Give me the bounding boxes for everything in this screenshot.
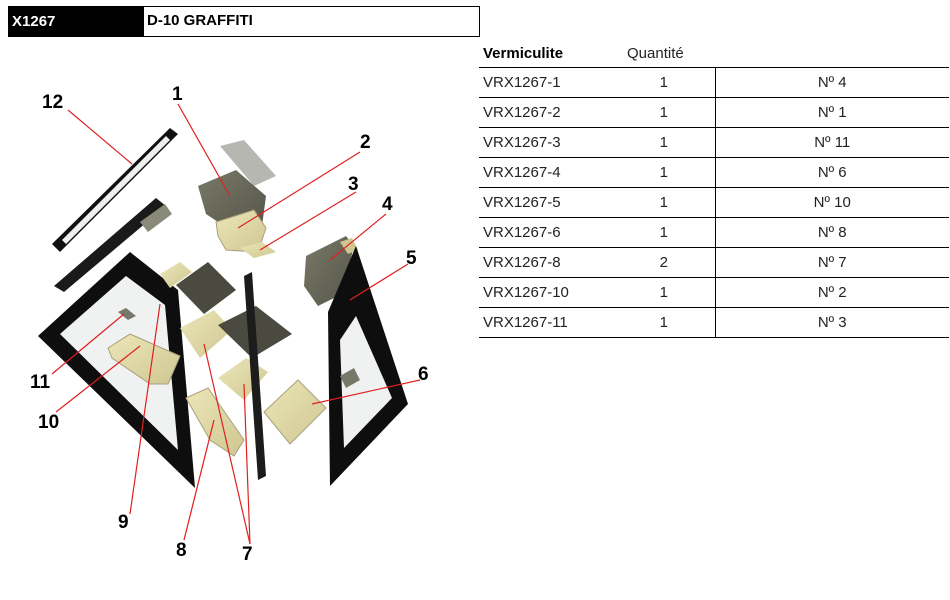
callout-3: 3 <box>348 174 359 195</box>
column-header-reference: Vermiculite <box>479 40 613 68</box>
cell-quantity: 1 <box>613 307 716 338</box>
cell-quantity: 1 <box>613 97 716 128</box>
cell-reference: VRX1267-2 <box>479 97 613 128</box>
cell-position: Nº 1 <box>715 97 949 128</box>
callout-1: 1 <box>172 84 183 105</box>
cell-reference: VRX1267-10 <box>479 277 613 308</box>
cell-reference: VRX1267-1 <box>479 67 613 98</box>
table-row: VRX1267-11 1 Nº 3 <box>479 307 949 338</box>
exploded-diagram: 12 1 2 3 4 5 6 11 10 9 8 7 <box>30 84 429 565</box>
cell-reference: VRX1267-8 <box>479 247 613 278</box>
callout-12: 12 <box>42 92 63 113</box>
cell-quantity: 1 <box>613 157 716 188</box>
cell-reference: VRX1267-11 <box>479 307 613 338</box>
part-bar-upper <box>54 198 172 292</box>
callout-7: 7 <box>242 544 253 565</box>
cell-position: Nº 2 <box>715 277 949 308</box>
cell-reference: VRX1267-4 <box>479 157 613 188</box>
leader-lines <box>51 103 421 545</box>
cell-quantity: 1 <box>613 217 716 248</box>
part-6-plate <box>263 379 327 445</box>
callout-5: 5 <box>406 248 417 269</box>
table-row: VRX1267-10 1 Nº 2 <box>479 277 949 308</box>
table-row: VRX1267-1 1 Nº 4 <box>479 67 949 98</box>
cell-quantity: 2 <box>613 247 716 278</box>
callout-4: 4 <box>382 194 393 215</box>
part-7-plate <box>218 358 268 400</box>
cell-position: Nº 3 <box>715 307 949 338</box>
part-7-vertical-bar <box>244 272 266 480</box>
callout-8: 8 <box>176 540 187 561</box>
model-name: D-10 GRAFFITI <box>143 6 480 37</box>
cell-position: Nº 4 <box>715 67 949 98</box>
cell-quantity: 1 <box>613 67 716 98</box>
part-5-right-door <box>328 246 408 486</box>
part-center-dark-plate-top <box>176 262 236 314</box>
table-row: VRX1267-5 1 Nº 10 <box>479 187 949 218</box>
cell-quantity: 1 <box>613 127 716 158</box>
table-row: VRX1267-4 1 Nº 6 <box>479 157 949 188</box>
table-row: VRX1267-2 1 Nº 1 <box>479 97 949 128</box>
callout-9: 9 <box>118 512 129 533</box>
column-header-quantity: Quantité <box>613 40 715 68</box>
cell-position: Nº 7 <box>715 247 949 278</box>
part-center-light-plate-top <box>160 262 192 288</box>
table-row: VRX1267-8 2 Nº 7 <box>479 247 949 278</box>
callout-6: 6 <box>418 364 429 385</box>
callout-10: 10 <box>38 412 59 433</box>
part-8-plate-lower <box>185 387 245 457</box>
table-row: VRX1267-3 1 Nº 11 <box>479 127 949 158</box>
cell-position: Nº 10 <box>715 187 949 218</box>
callout-11: 11 <box>30 372 51 393</box>
cell-quantity: 1 <box>613 277 716 308</box>
cell-quantity: 1 <box>613 187 716 218</box>
model-code: X1267 <box>8 6 144 37</box>
table-row: VRX1267-6 1 Nº 8 <box>479 217 949 248</box>
cell-reference: VRX1267-6 <box>479 217 613 248</box>
cell-reference: VRX1267-5 <box>479 187 613 218</box>
parts-table: Vermiculite Quantité VRX1267-1 1 Nº 4 VR… <box>479 40 949 338</box>
column-header-position <box>715 40 949 68</box>
part-8-plate <box>180 310 232 358</box>
cell-position: Nº 6 <box>715 157 949 188</box>
part-12-glass-strip <box>52 128 178 252</box>
cell-position: Nº 8 <box>715 217 949 248</box>
callout-2: 2 <box>360 132 371 153</box>
cell-reference: VRX1267-3 <box>479 127 613 158</box>
cell-position: Nº 11 <box>715 127 949 158</box>
table-header-row: Vermiculite Quantité <box>479 40 949 68</box>
